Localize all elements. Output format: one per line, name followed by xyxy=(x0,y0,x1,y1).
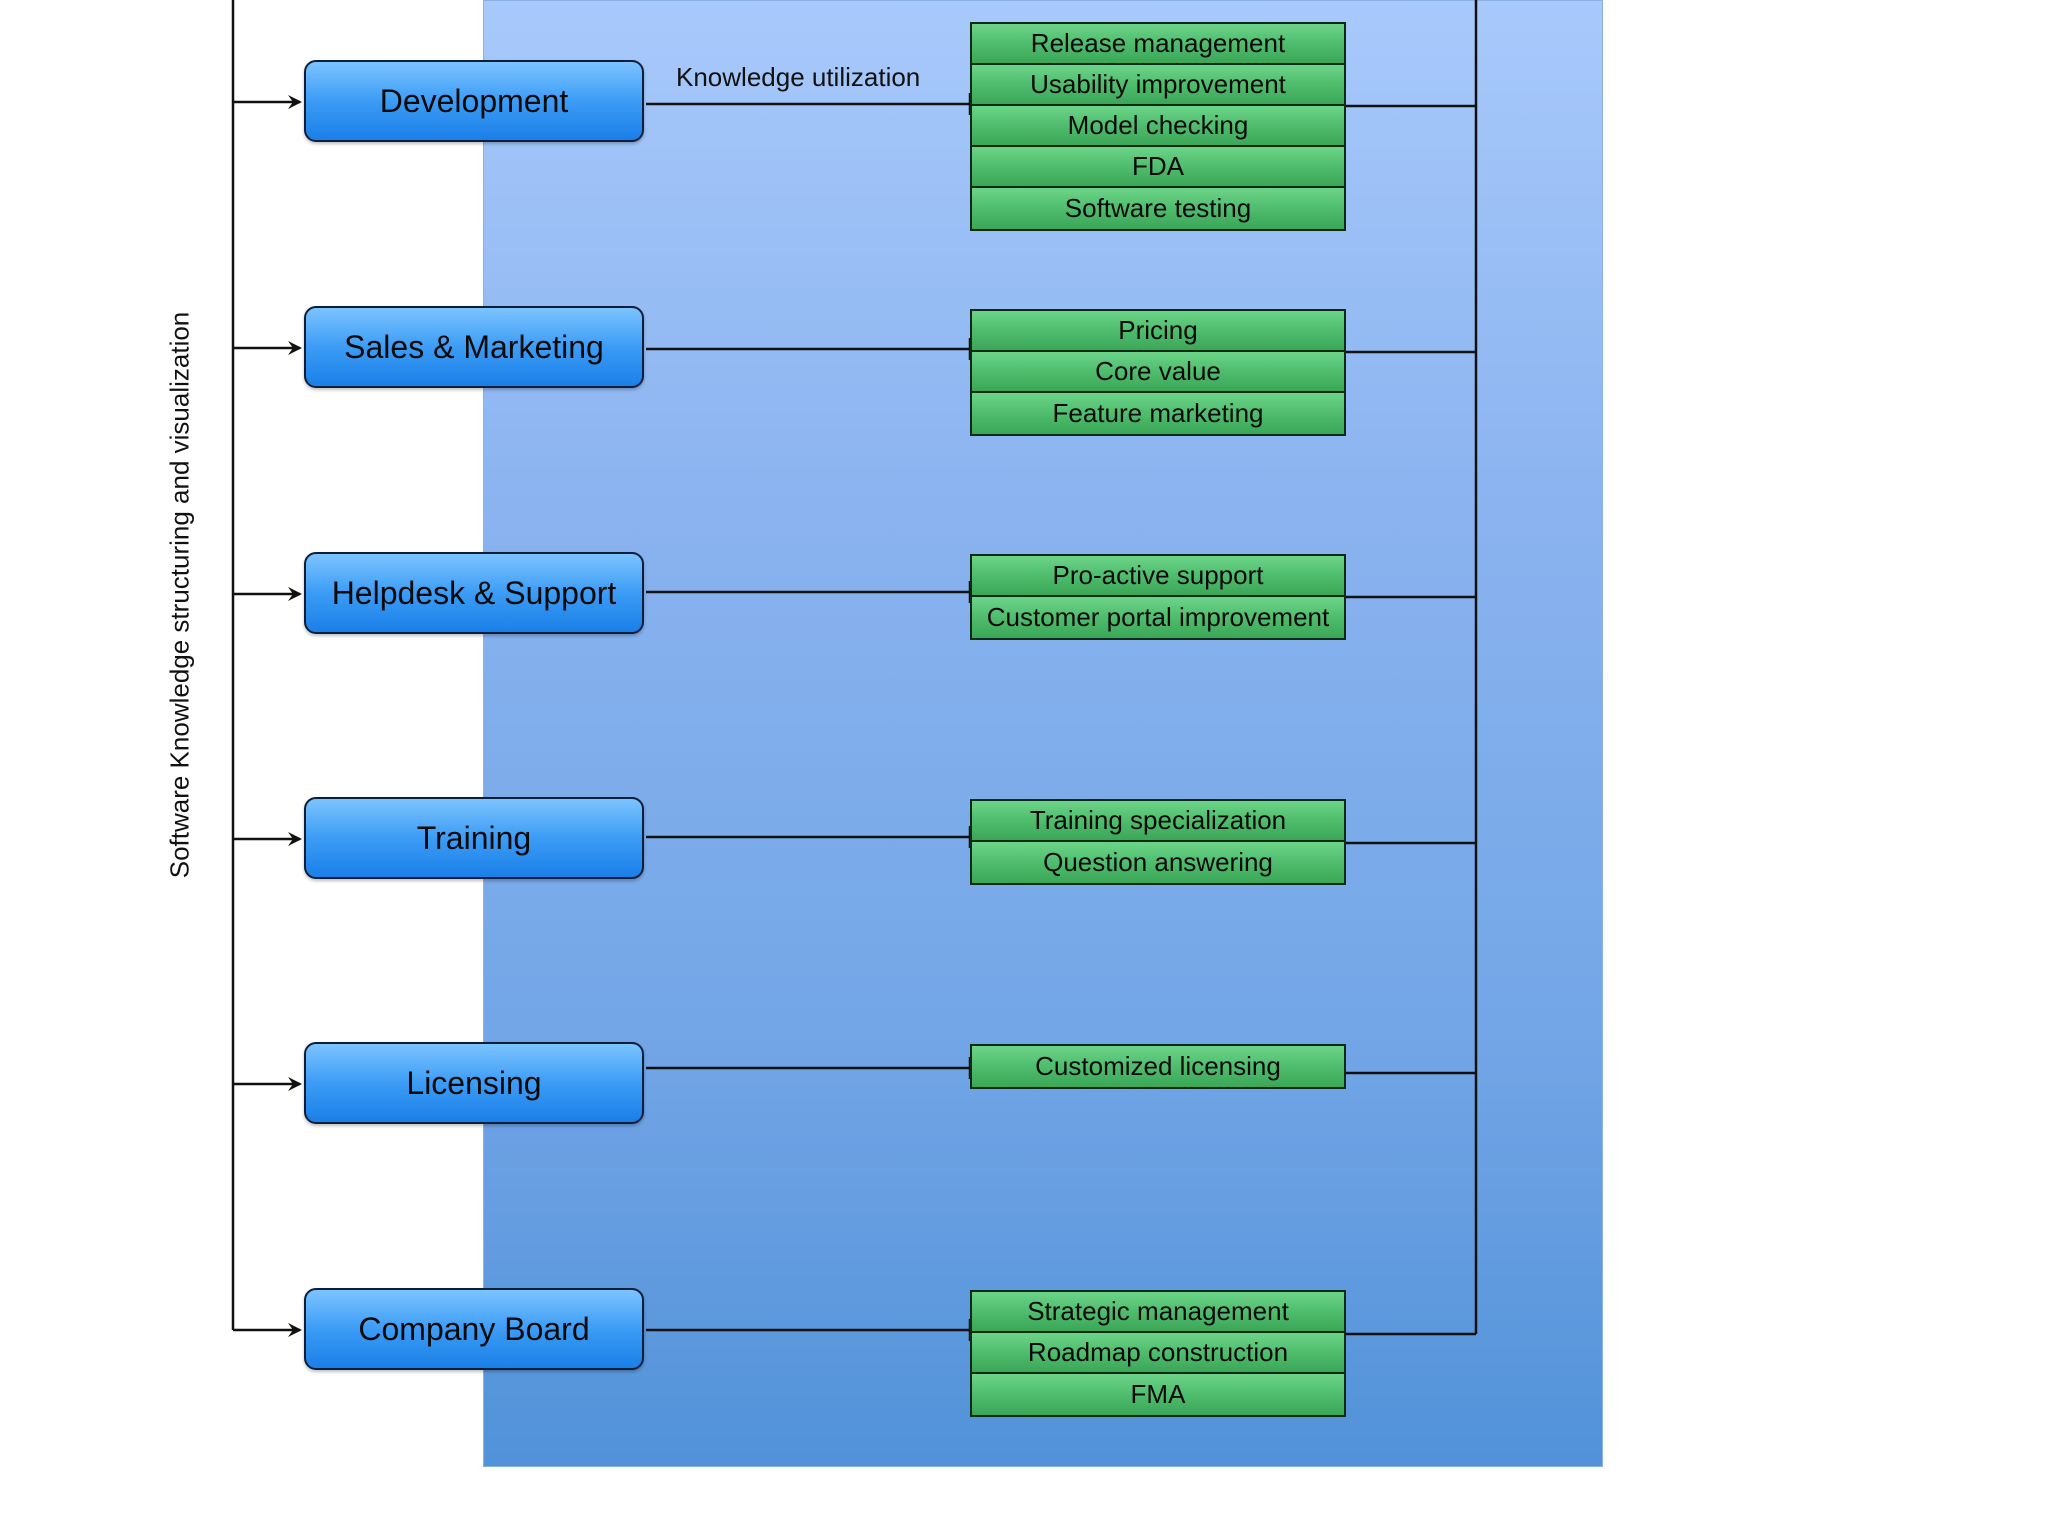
items-sales-marketing: Pricing Core value Feature marketing xyxy=(970,309,1346,436)
background-panel xyxy=(483,0,1603,1467)
items-licensing: Customized licensing xyxy=(970,1044,1346,1089)
knowledge-utilization-label: Knowledge utilization xyxy=(676,62,921,92)
item-strategic-management[interactable]: Strategic management xyxy=(972,1292,1344,1333)
items-helpdesk-support: Pro-active support Customer portal impro… xyxy=(970,554,1346,640)
item-pro-active-support[interactable]: Pro-active support xyxy=(972,556,1344,597)
dept-development[interactable]: Development xyxy=(304,60,644,142)
item-training-specialization[interactable]: Training specialization xyxy=(972,801,1344,842)
dept-sales-marketing[interactable]: Sales & Marketing xyxy=(304,306,644,388)
item-core-value[interactable]: Core value xyxy=(972,352,1344,393)
item-customer-portal-improvement[interactable]: Customer portal improvement xyxy=(972,597,1344,638)
item-usability-improvement[interactable]: Usability improvement xyxy=(972,65,1344,106)
item-fda[interactable]: FDA xyxy=(972,147,1344,188)
item-model-checking[interactable]: Model checking xyxy=(972,106,1344,147)
items-company-board: Strategic management Roadmap constructio… xyxy=(970,1290,1346,1417)
item-feature-marketing[interactable]: Feature marketing xyxy=(972,393,1344,434)
items-development: Release management Usability improvement… xyxy=(970,22,1346,231)
dept-training[interactable]: Training xyxy=(304,797,644,879)
item-pricing[interactable]: Pricing xyxy=(972,311,1344,352)
dept-helpdesk-support[interactable]: Helpdesk & Support xyxy=(304,552,644,634)
vertical-axis-label: Software Knowledge structuring and visua… xyxy=(164,311,195,879)
item-release-management[interactable]: Release management xyxy=(972,24,1344,65)
dept-licensing[interactable]: Licensing xyxy=(304,1042,644,1124)
item-question-answering[interactable]: Question answering xyxy=(972,842,1344,883)
item-software-testing[interactable]: Software testing xyxy=(972,188,1344,229)
dept-company-board[interactable]: Company Board xyxy=(304,1288,644,1370)
item-roadmap-construction[interactable]: Roadmap construction xyxy=(972,1333,1344,1374)
item-customized-licensing[interactable]: Customized licensing xyxy=(972,1046,1344,1087)
item-fma[interactable]: FMA xyxy=(972,1374,1344,1415)
items-training: Training specialization Question answeri… xyxy=(970,799,1346,885)
